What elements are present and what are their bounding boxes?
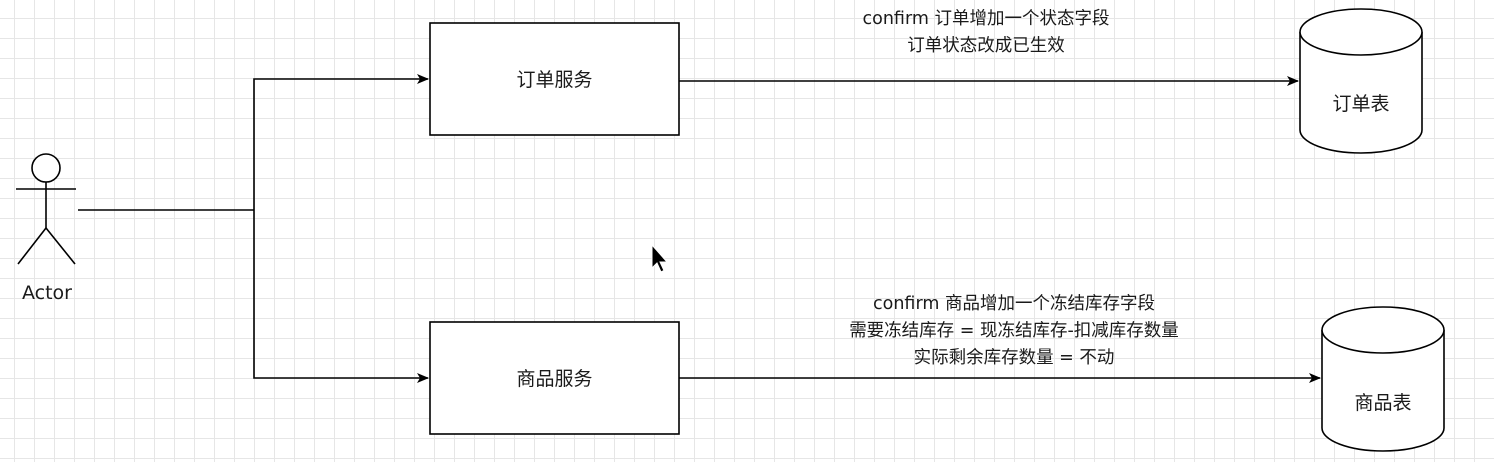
order-table-cylinder-body <box>1299 32 1423 154</box>
product-annotation-line-3: 实际剩余库存数量 = 不动 <box>914 348 1115 368</box>
order-table-node: 订单表 <box>1299 8 1423 154</box>
order-table-cylinder-top <box>1299 8 1423 56</box>
order-table-label: 订单表 <box>1332 93 1389 115</box>
product-table-cylinder-body <box>1321 330 1445 452</box>
order-service-box <box>429 22 680 136</box>
order-service-label: 订单服务 <box>516 69 592 91</box>
actor-label: Actor <box>22 282 72 304</box>
product-edge-annotation: confirm 商品增加一个冻结库存字段 需要冻结库存 = 现冻结库存-扣减库存… <box>849 294 1179 368</box>
actor-connectors <box>78 74 429 383</box>
product-service-node: 商品服务 <box>429 321 680 435</box>
arrow-to-order-service <box>253 74 429 210</box>
actor-right-leg <box>45 227 76 265</box>
product-service-box <box>429 321 680 435</box>
order-annotation-line-1: confirm 订单增加一个状态字段 <box>863 9 1110 29</box>
actor-left-leg <box>17 227 47 265</box>
order-annotation-line-2: 订单状态改成已生效 <box>907 36 1065 56</box>
arrow-to-product-service <box>253 210 429 383</box>
mouse-cursor-icon <box>651 243 669 273</box>
product-annotation-line-1: confirm 商品增加一个冻结库存字段 <box>873 294 1155 314</box>
actor-head <box>31 153 61 183</box>
product-service-label: 商品服务 <box>516 368 592 390</box>
product-annotation-line-2: 需要冻结库存 = 现冻结库存-扣减库存数量 <box>849 321 1179 341</box>
product-table-cylinder-top <box>1321 306 1445 354</box>
actor: Actor <box>16 153 76 304</box>
order-edge-annotation: confirm 订单增加一个状态字段 订单状态改成已生效 <box>863 9 1110 56</box>
order-service-node: 订单服务 <box>429 22 680 136</box>
service-to-table-edges <box>679 76 1321 383</box>
product-table-node: 商品表 <box>1321 306 1445 452</box>
product-table-label: 商品表 <box>1354 392 1411 414</box>
